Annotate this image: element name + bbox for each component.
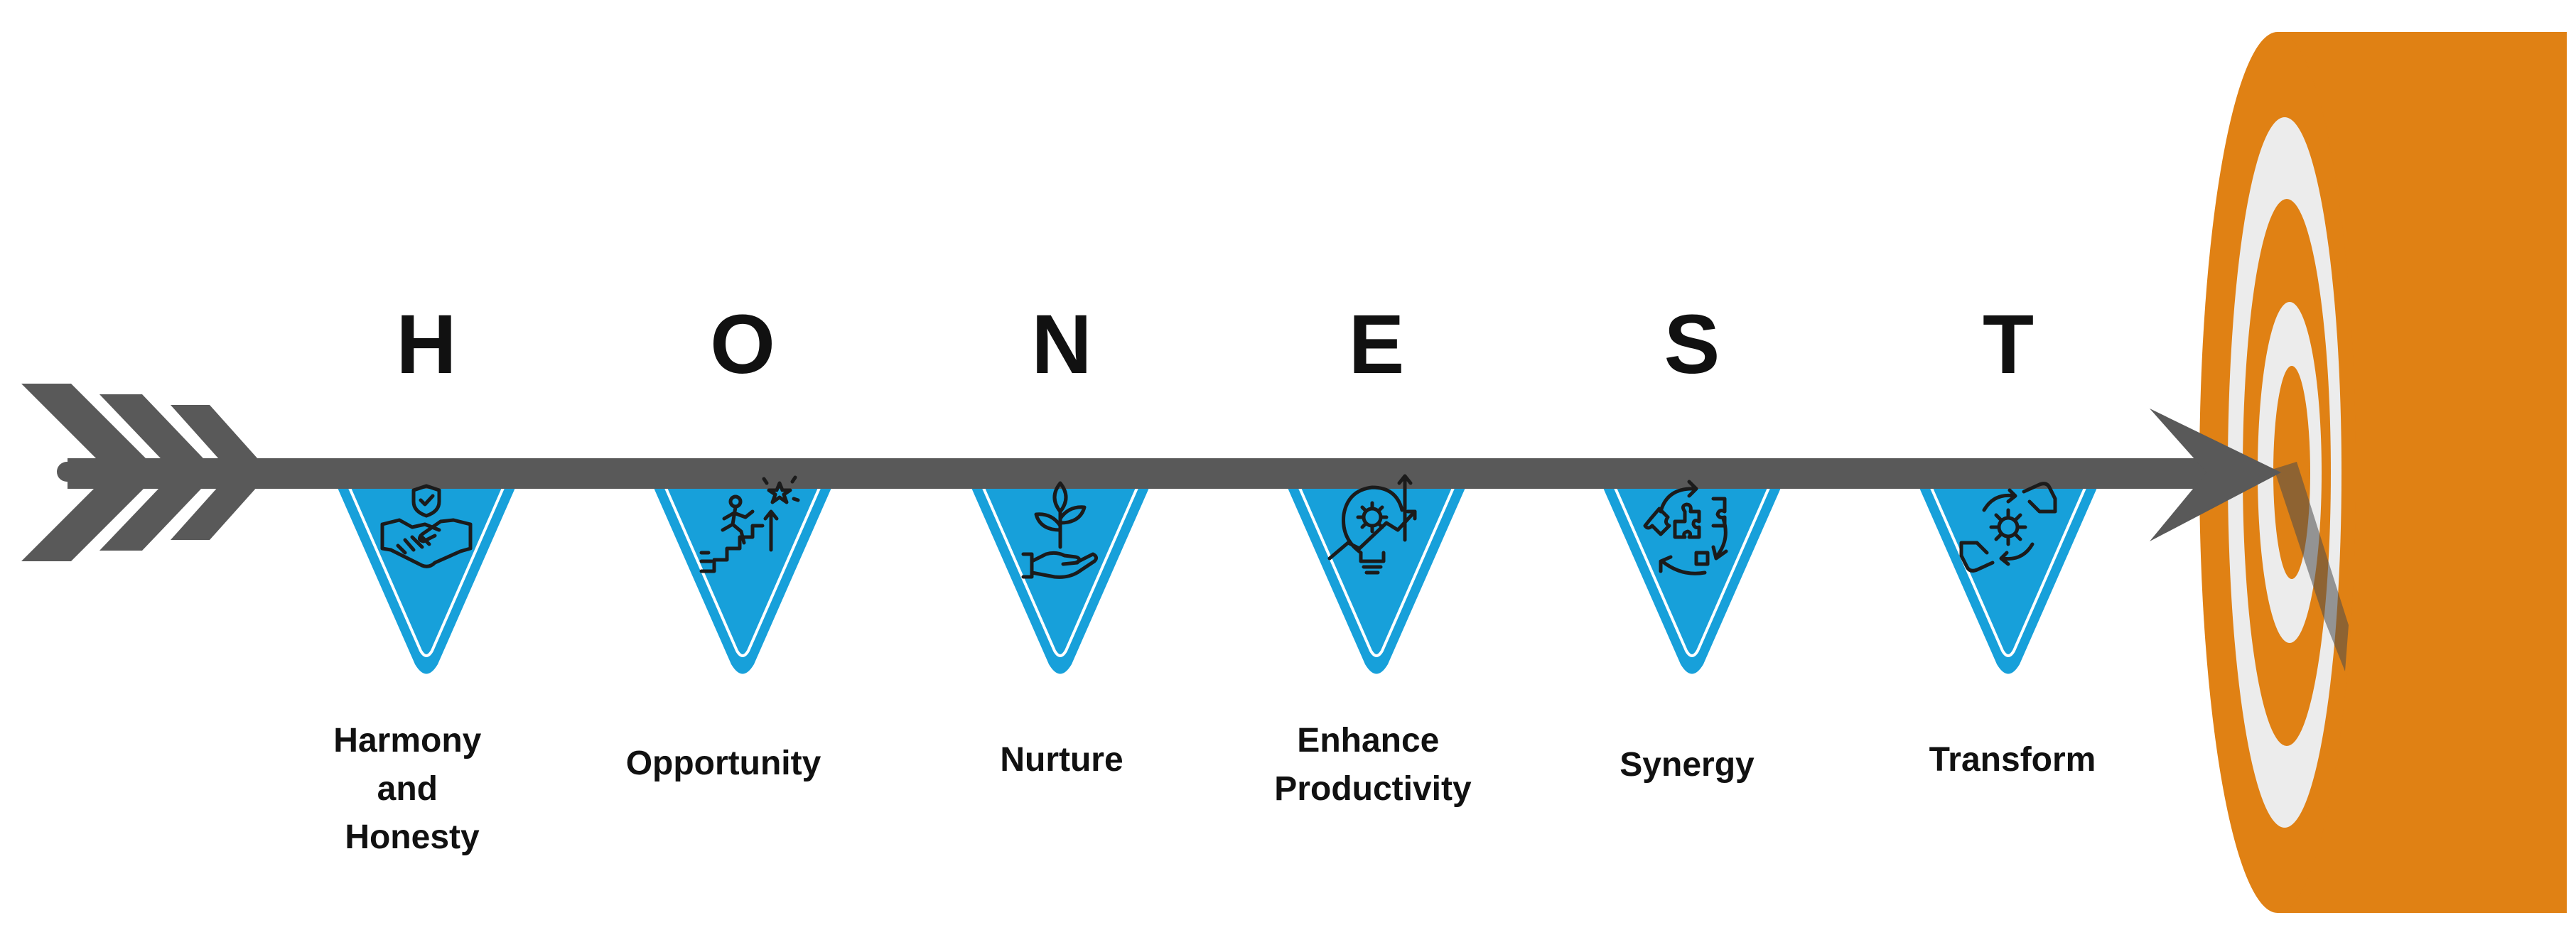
puzzle-cycle-icon bbox=[1643, 480, 1728, 575]
label-opportunity: Opportunity bbox=[626, 745, 821, 782]
pennant-group bbox=[325, 460, 2109, 674]
label-enhance-productivity: Enhance Productivity bbox=[1274, 722, 1472, 808]
letter-s: S bbox=[1664, 298, 1720, 391]
letter-h: H bbox=[396, 298, 456, 391]
acronym-letters: H O N E S T bbox=[396, 298, 2034, 391]
plant-in-hand-icon bbox=[1021, 481, 1099, 579]
handshake-shield-icon bbox=[380, 484, 473, 568]
arrow bbox=[21, 384, 2281, 561]
label-transform: Transform bbox=[1929, 741, 2096, 779]
label-harmony-and-honesty: Harmony and Honesty bbox=[333, 722, 490, 856]
pennant-t bbox=[1907, 460, 2109, 674]
letter-n: N bbox=[1031, 298, 1092, 391]
pennant-s bbox=[1591, 460, 1793, 674]
lightbulb-gear-growth-icon bbox=[1327, 474, 1417, 575]
target bbox=[2199, 32, 2567, 913]
climbing-stairs-star-icon bbox=[699, 475, 800, 573]
pennant-o bbox=[642, 460, 844, 674]
hands-gear-cycle-icon bbox=[1959, 482, 2057, 573]
pennant-n bbox=[959, 460, 1161, 674]
label-synergy: Synergy bbox=[1620, 746, 1755, 784]
arrow-shaft bbox=[68, 458, 2206, 489]
arrow-shadow bbox=[2274, 462, 2349, 671]
label-nurture: Nurture bbox=[1000, 741, 1123, 779]
letter-e: E bbox=[1349, 298, 1405, 391]
step-labels: Harmony and Honesty Opportunity Nurture … bbox=[333, 722, 2096, 856]
letter-t: T bbox=[1983, 298, 2034, 391]
letter-o: O bbox=[710, 298, 775, 391]
target-body bbox=[2278, 32, 2567, 913]
arrow-head bbox=[2150, 409, 2281, 541]
